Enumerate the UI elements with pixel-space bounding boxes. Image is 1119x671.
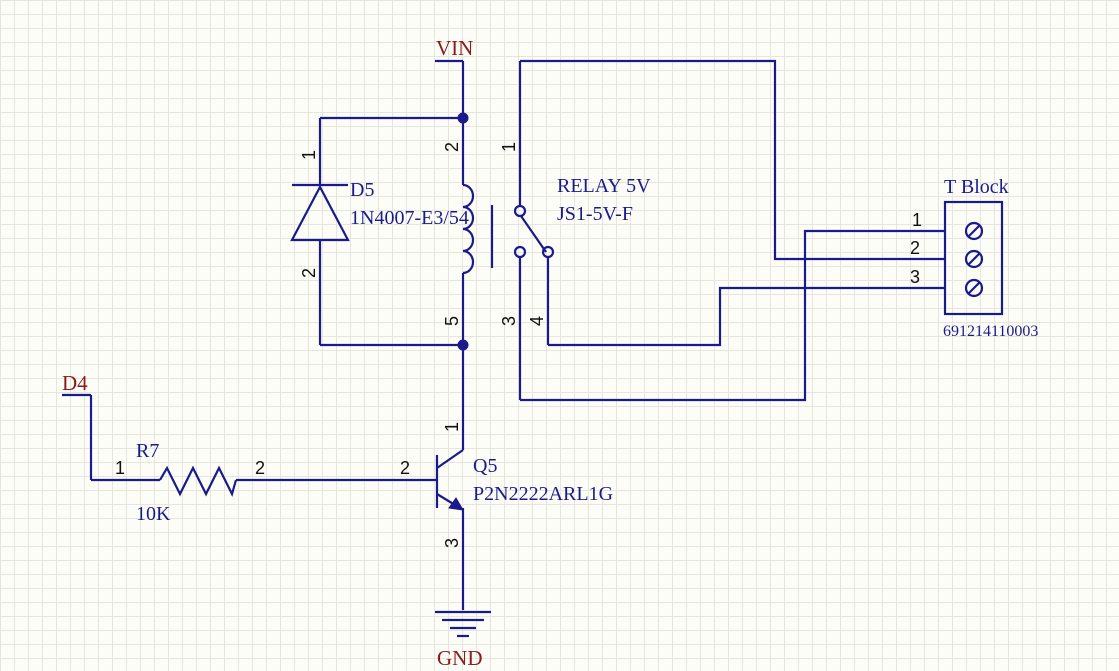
gnd-label: GND xyxy=(437,646,483,670)
transistor-q5: 1 2 3 Q5 P2N2222ARL1G xyxy=(400,345,613,610)
relay-pin-2: 2 xyxy=(442,142,462,152)
relay-pin-1: 1 xyxy=(499,142,519,152)
d4-label: D4 xyxy=(62,371,88,395)
terminal-pin-2: 2 xyxy=(910,238,920,258)
resistor-value: 10K xyxy=(136,503,171,525)
relay-coil: 2 5 xyxy=(442,118,494,345)
resistor-pin-2: 2 xyxy=(255,458,265,478)
terminal-block: 1 2 3 T Block 691214110003 xyxy=(910,176,1038,340)
transistor-part: P2N2222ARL1G xyxy=(473,483,613,505)
d4-port: D4 xyxy=(62,371,160,482)
resistor-r7: 1 2 R7 10K xyxy=(115,440,437,525)
vin-port: VIN xyxy=(435,36,473,118)
relay-pin-5: 5 xyxy=(442,316,462,326)
junction-dot-top xyxy=(457,112,469,124)
resistor-designator: R7 xyxy=(136,440,159,462)
resistor-pin-1: 1 xyxy=(115,458,125,478)
diode-pin-2: 2 xyxy=(299,268,319,278)
terminal-title: T Block xyxy=(944,176,1009,198)
transistor-designator: Q5 xyxy=(473,455,497,477)
diode-value: 1N4007-E3/54 xyxy=(350,207,469,229)
relay-pin-4: 4 xyxy=(527,316,547,326)
ground-symbol: GND xyxy=(435,610,491,670)
vin-label: VIN xyxy=(436,36,473,60)
relay-pin-3: 3 xyxy=(499,316,519,326)
relay-switch: 1 3 4 RELAY 5V JS1-5V-F xyxy=(499,61,651,400)
diode-pin-1: 1 xyxy=(299,150,319,160)
terminal-wires xyxy=(520,59,945,402)
transistor-pin-2: 2 xyxy=(400,458,410,478)
terminal-part: 691214110003 xyxy=(943,323,1038,340)
terminal-pin-3: 3 xyxy=(910,267,920,287)
transistor-pin-3: 3 xyxy=(442,538,462,548)
terminal-pin-1: 1 xyxy=(912,210,922,230)
relay-name: RELAY 5V xyxy=(557,175,651,197)
diode-designator: D5 xyxy=(350,179,374,201)
transistor-pin-1: 1 xyxy=(442,422,462,432)
diode-d5: 1 2 D5 1N4007-E3/54 xyxy=(290,116,469,347)
relay-part: JS1-5V-F xyxy=(557,203,633,225)
